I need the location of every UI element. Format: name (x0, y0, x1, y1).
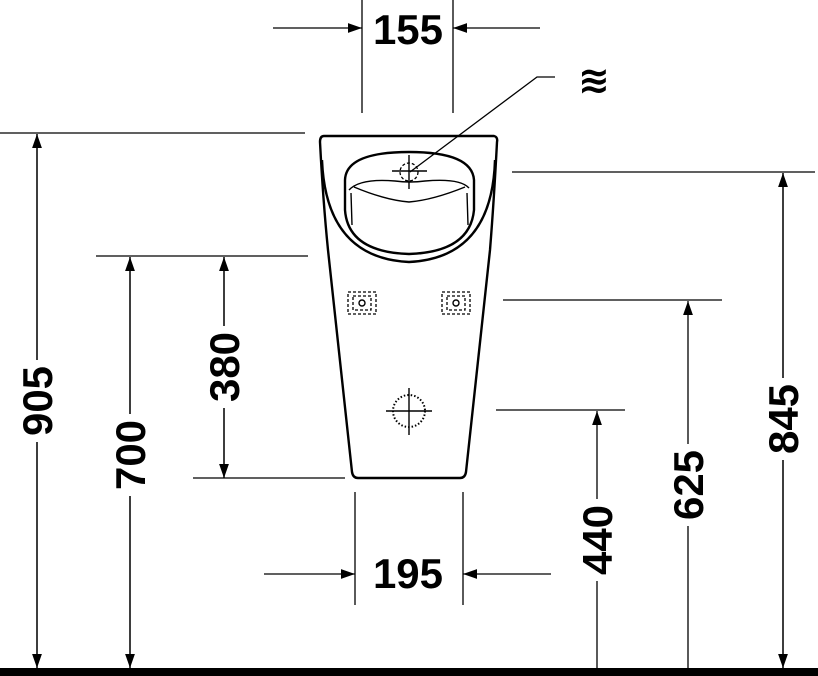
dimension-845: 845 (512, 171, 815, 668)
floor-line (0, 668, 818, 676)
outlet-marker (386, 388, 432, 435)
dimension-label-380: 380 (201, 332, 248, 402)
dimension-155: 155 (273, 0, 540, 113)
dimension-label-625: 625 (665, 450, 712, 520)
dimension-195: 195 (264, 492, 551, 605)
mounting-bracket-right (441, 291, 471, 315)
dimension-905: 905 (0, 132, 305, 668)
inlet-leader-line (409, 76, 555, 173)
dimension-380: 380 (193, 257, 345, 479)
water-inlet-symbol: ≋ (578, 58, 610, 102)
dimension-625: 625 (503, 299, 722, 668)
dimension-label-845: 845 (760, 384, 807, 454)
dimension-label-440: 440 (574, 505, 621, 575)
dimension-label-905: 905 (14, 366, 61, 436)
urinal-outline (318, 134, 499, 480)
dimension-label-195: 195 (373, 550, 443, 597)
dimension-label-700: 700 (107, 420, 154, 490)
dimension-440: 440 (496, 409, 625, 668)
mounting-bracket-left (347, 291, 377, 315)
dimension-label-155: 155 (373, 6, 443, 53)
water-inlet-marker (392, 155, 427, 189)
dimension-700: 700 (96, 255, 308, 668)
